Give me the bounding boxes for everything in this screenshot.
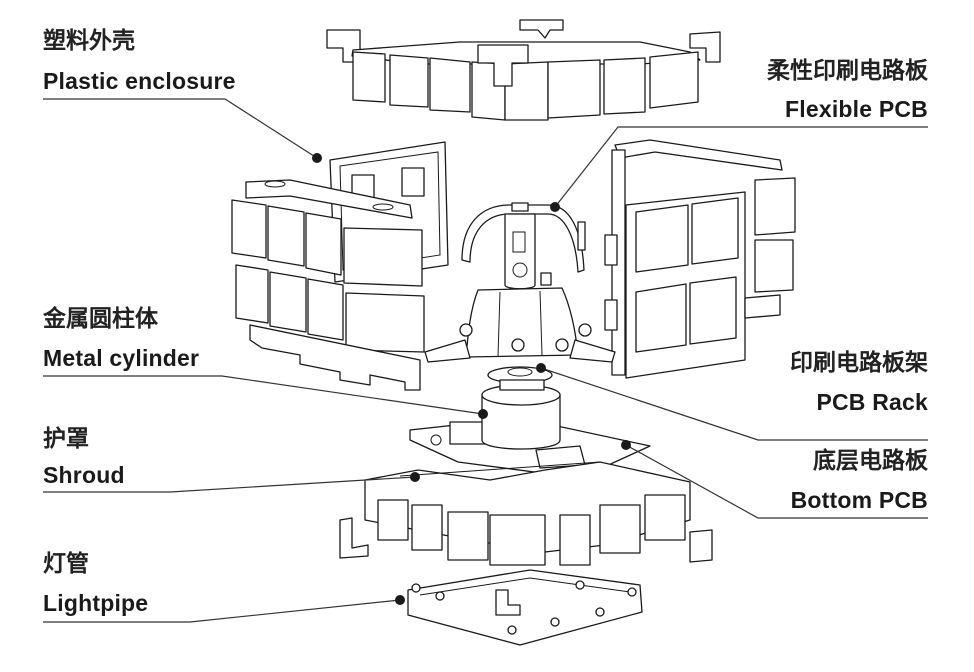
leader-pcb-rack [536, 363, 928, 441]
label-bottom-pcb-en: Bottom PCB [790, 487, 928, 513]
label-metal-cylinder-zh: 金属圆柱体 [43, 306, 158, 332]
label-lightpipe-zh: 灯管 [43, 551, 89, 577]
label-flexible-pcb-zh: 柔性印刷电路板 [767, 58, 928, 84]
label-lightpipe-en: Lightpipe [43, 590, 149, 616]
label-shroud-en: Shroud [43, 462, 125, 488]
shroud-part [339, 461, 713, 566]
label-plastic-enclosure-zh: 塑料外壳 [43, 28, 135, 54]
top-enclosure-part [326, 19, 721, 121]
leader-plastic-enclosure [43, 98, 322, 163]
label-pcb-rack-zh: 印刷电路板架 [790, 350, 928, 376]
leader-lightpipe [43, 595, 405, 623]
right-wall-part [604, 139, 796, 379]
leader-flexible-pcb [550, 126, 928, 212]
label-bottom-pcb-zh: 底层电路板 [813, 448, 928, 474]
label-flexible-pcb-en: Flexible PCB [785, 96, 928, 122]
cylinder-and-bottom-pcb-part [409, 379, 651, 479]
lightpipe-part [407, 569, 643, 646]
leader-bottom-pcb [621, 440, 928, 519]
label-metal-cylinder-en: Metal cylinder [43, 345, 200, 371]
leader-metal-cylinder [43, 375, 488, 419]
label-plastic-enclosure-en: Plastic enclosure [43, 68, 236, 94]
left-wall-part [231, 141, 449, 391]
label-shroud-zh: 护罩 [43, 426, 89, 452]
leader-shroud [43, 472, 420, 493]
center-core-part [424, 202, 616, 384]
label-pcb-rack-en: PCB Rack [816, 389, 928, 415]
